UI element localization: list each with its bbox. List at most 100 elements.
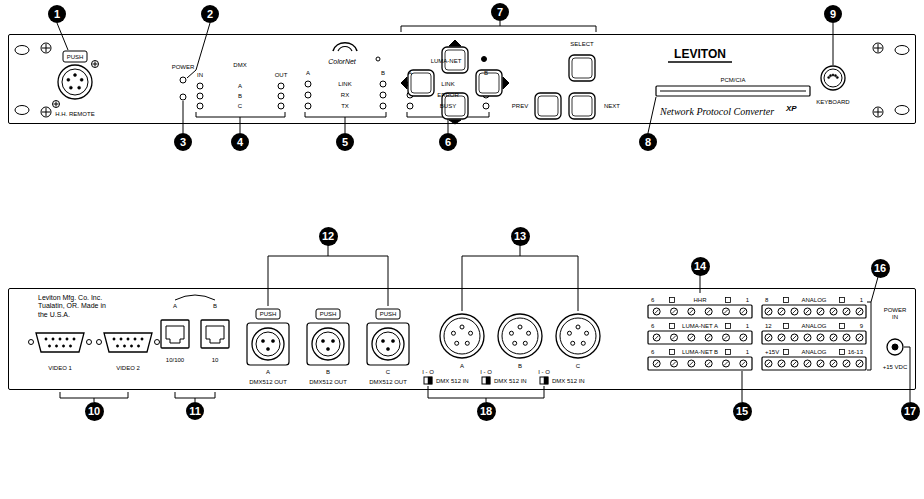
rear-panel: Leviton Mfg. Co. Inc. Tualatin, OR. Made…: [8, 288, 916, 390]
callout-circle: 12: [319, 227, 338, 246]
status-led: [180, 94, 186, 100]
panel-label: 8: [765, 297, 768, 303]
connector-pin: [48, 345, 50, 347]
status-led: [197, 93, 203, 99]
connector-pin: [386, 347, 389, 350]
terminal-screw: [765, 334, 772, 341]
xlr-connector: [62, 69, 88, 95]
connector-pin: [137, 345, 139, 347]
leader-line: [700, 275, 701, 293]
group-bracket: [268, 256, 388, 306]
screw-slot: [819, 362, 823, 366]
panel-label: 1: [746, 349, 749, 355]
db9-connector: [104, 333, 152, 352]
status-led: [380, 103, 386, 109]
screw-slot: [767, 310, 771, 314]
terminal-screw: [671, 308, 678, 315]
connector-pin: [116, 345, 118, 347]
panel-label: DMX 512 IN: [552, 378, 585, 384]
socket-hole: [509, 331, 513, 335]
panel-label: LUMA-NET A: [682, 323, 718, 329]
panel-label: 1: [860, 297, 863, 303]
terminal-screw: [705, 360, 712, 367]
rj45-jack: [166, 326, 184, 343]
terminal-screw: [817, 308, 824, 315]
colornet-icon: [333, 43, 357, 51]
screw-slot: [655, 336, 659, 340]
panel-label: XP: [786, 105, 797, 113]
screw-slot: [793, 336, 797, 340]
panel-label: ColorNet: [328, 58, 356, 65]
screw-slot: [806, 362, 810, 366]
terminal-screw: [778, 308, 785, 315]
panel-label: C: [386, 369, 390, 375]
terminal-screw: [817, 360, 824, 367]
connector-pin: [391, 339, 394, 342]
panel-label: PUSH: [320, 311, 337, 317]
connector-pin: [67, 78, 70, 81]
connector-pin: [331, 339, 334, 342]
panel-label: HHR: [694, 297, 707, 303]
callout-number: 8: [645, 137, 651, 148]
group-bracket: [428, 386, 544, 398]
callout-number: 18: [480, 406, 492, 417]
callout-circle: 5: [336, 133, 354, 151]
panel-label: DMX 512 IN: [494, 378, 527, 384]
callout-number: 2: [207, 9, 213, 20]
panel-label: A: [238, 83, 242, 89]
terminal-screw: [688, 308, 695, 315]
status-led: [278, 103, 284, 109]
panel-label: Leviton Mfg. Co. Inc. Tualatin, OR. Made…: [38, 294, 108, 319]
din-connector: [824, 69, 842, 87]
terminal-screw: [705, 308, 712, 315]
panel-label: 10: [212, 357, 219, 363]
screw-slot: [858, 336, 862, 340]
terminal-screw: [723, 334, 730, 341]
xlr-connector: [312, 328, 344, 360]
terminal-screw: [804, 360, 811, 367]
jack-screw: [97, 340, 102, 345]
xlr-connector: [256, 332, 280, 356]
socket-hole: [518, 325, 522, 329]
connector-pin: [141, 338, 143, 340]
terminal-screw: [856, 360, 863, 367]
termination-switch: [482, 377, 490, 384]
xlr-connector: [252, 328, 284, 360]
panel-label: A: [460, 363, 464, 369]
screw-slot: [819, 336, 823, 340]
screw-slot: [741, 336, 745, 340]
screw-slot: [878, 108, 879, 116]
terminal-tab: [726, 350, 731, 355]
panel-label: ANALOG: [801, 297, 826, 303]
terminal-screw: [671, 334, 678, 341]
callout-circle: 16: [871, 259, 890, 278]
panel-label: DMX 512 IN: [436, 378, 469, 384]
panel-label: LINK: [441, 81, 454, 87]
terminal-screw: [804, 334, 811, 341]
callout-circle: 8: [639, 133, 657, 151]
panel-label: IN: [197, 72, 203, 78]
screw-slot: [845, 336, 849, 340]
leader-line: [328, 245, 329, 256]
connector-pin: [266, 347, 269, 350]
panel-label: A: [306, 70, 310, 76]
panel-label: LUMA-NET: [431, 58, 462, 64]
group-bracket: [175, 392, 215, 398]
push-button: [476, 70, 502, 96]
panel-label: C: [238, 103, 242, 109]
rj45-jack: [161, 320, 189, 348]
callout-number: 3: [180, 137, 186, 148]
callout-circle: 9: [824, 5, 842, 23]
screw-slot: [832, 310, 836, 314]
socket-hole: [455, 341, 459, 345]
screw-slot: [672, 336, 676, 340]
panel-label: +15 VDC: [881, 364, 909, 371]
card-slot: [660, 91, 806, 92]
panel-label: 16-13: [848, 349, 863, 355]
group-bracket: [867, 302, 871, 370]
leader-line: [871, 277, 878, 302]
panel-label: PCM/CIA: [720, 77, 745, 83]
status-led: [197, 83, 203, 89]
termination-switch: [424, 377, 432, 384]
